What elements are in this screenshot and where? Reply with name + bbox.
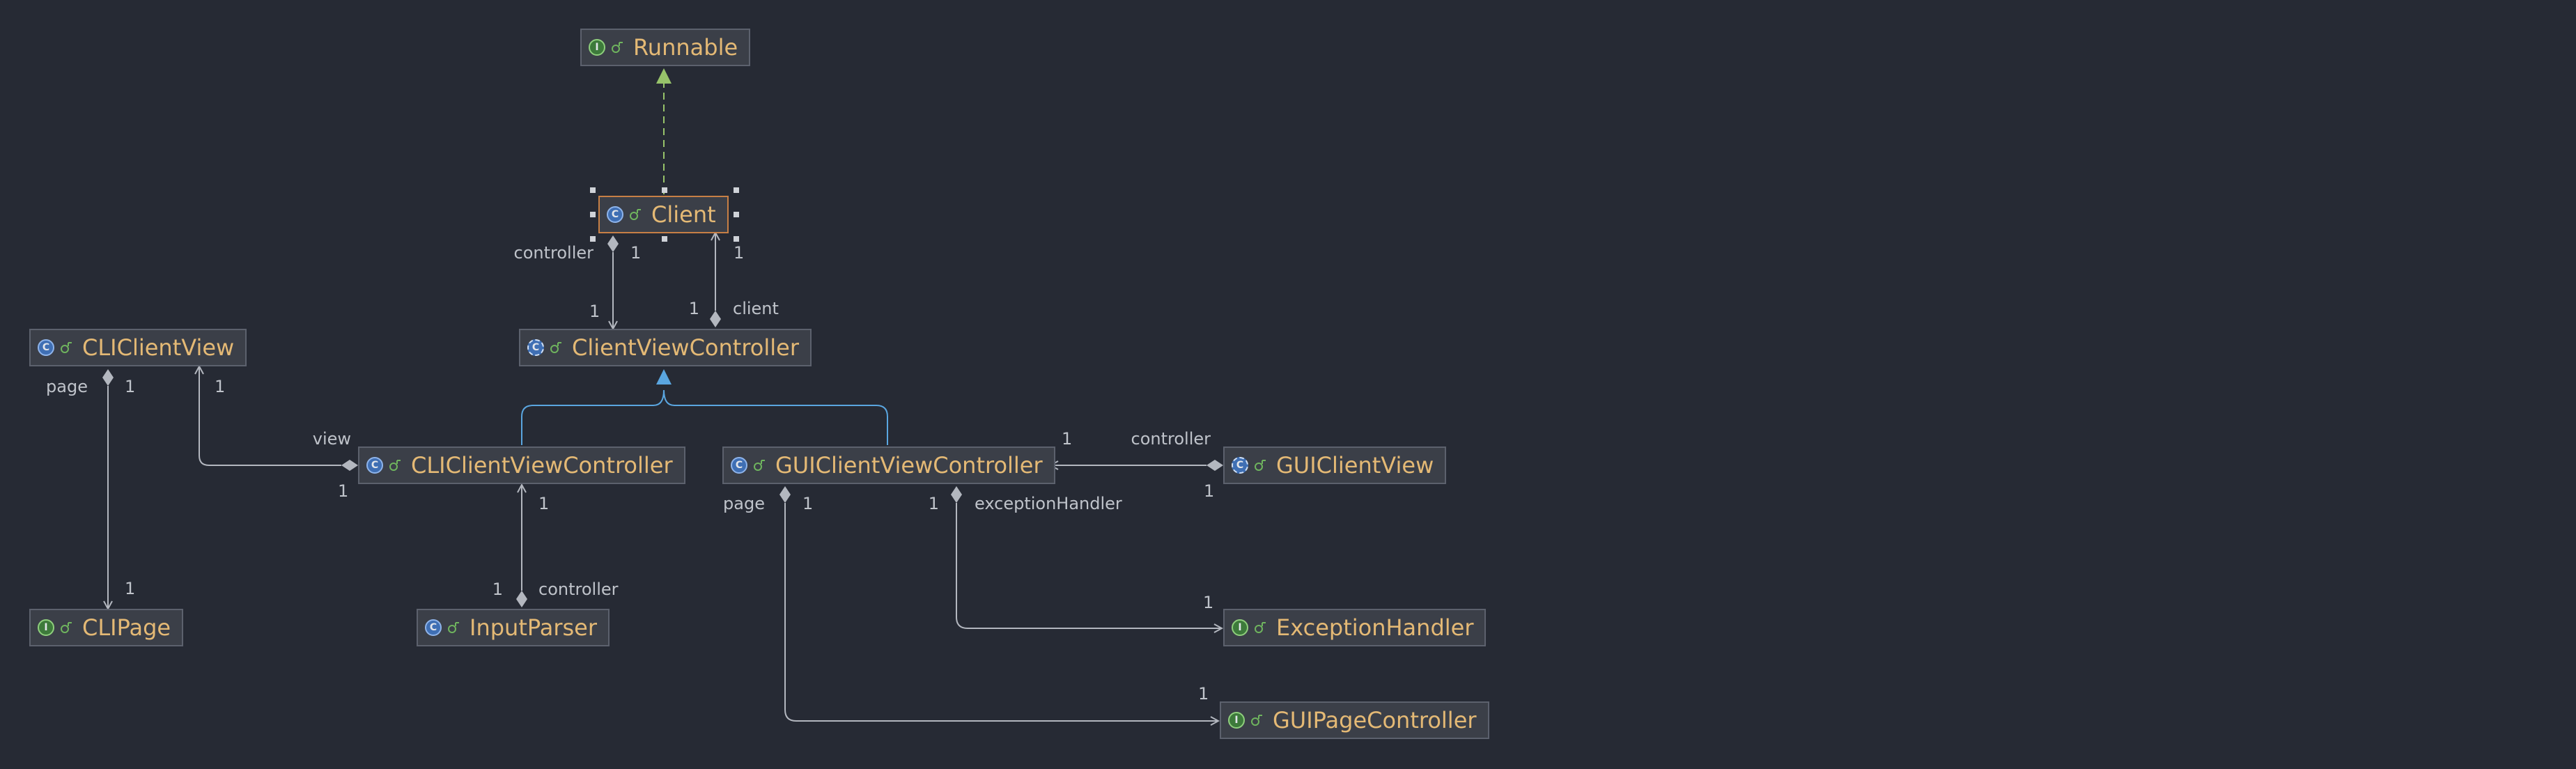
class-icon: C — [38, 339, 54, 356]
class-name: GUIPageController — [1273, 707, 1477, 733]
role-label: exceptionHandler — [975, 494, 1122, 513]
public-visibility-icon — [389, 459, 401, 472]
multiplicity-label: 1 — [125, 579, 135, 598]
multiplicity-label: 1 — [929, 494, 939, 513]
class-icon: C — [607, 206, 623, 223]
public-visibility-icon — [447, 621, 460, 634]
role-label: client — [733, 299, 779, 318]
multiplicity-label: 1 — [1203, 593, 1213, 612]
class-name: InputParser — [470, 614, 597, 641]
class-icon: C — [425, 619, 442, 636]
public-visibility-icon — [753, 459, 766, 472]
multiplicity-label: 1 — [734, 243, 744, 263]
multiplicity-label: 1 — [589, 302, 600, 321]
resize-handle-right[interactable] — [734, 212, 739, 217]
role-label: controller — [514, 243, 594, 263]
composition-diamond — [951, 486, 962, 503]
class-name: ClientViewController — [572, 334, 799, 361]
interface-icon: I — [589, 39, 605, 56]
role-label: controller — [1131, 429, 1211, 449]
multiplicity-label: 1 — [215, 377, 225, 396]
edge-client-controller[interactable]: controller 1 1 — [514, 235, 642, 329]
role-label: page — [46, 377, 88, 396]
resize-handle-left[interactable] — [590, 212, 596, 217]
public-visibility-icon — [1254, 621, 1266, 634]
node-gui-client-view-controller[interactable]: C GUIClientViewController — [722, 446, 1055, 484]
abstract-class-icon: C — [527, 339, 544, 356]
class-name: Runnable — [633, 34, 738, 61]
edge-client-implements-runnable[interactable] — [656, 68, 672, 194]
public-visibility-icon — [60, 621, 72, 634]
public-visibility-icon — [1250, 714, 1263, 727]
node-client-view-controller[interactable]: C ClientViewController — [519, 329, 812, 366]
class-name: ExceptionHandler — [1276, 614, 1474, 641]
edge-parser-controller[interactable]: controller 1 1 — [492, 485, 619, 607]
interface-icon: I — [38, 619, 54, 636]
node-exception-handler[interactable]: I ExceptionHandler — [1223, 609, 1487, 646]
multiplicity-label: 1 — [1198, 684, 1209, 704]
node-client[interactable]: C Client — [598, 196, 729, 233]
node-cli-client-view[interactable]: C CLIClientView — [29, 329, 247, 366]
composition-diamond — [516, 591, 527, 607]
node-input-parser[interactable]: C InputParser — [417, 609, 610, 646]
edge-clicvc-view[interactable]: view 1 1 — [199, 366, 358, 501]
resize-handle-bottom-left[interactable] — [590, 236, 596, 242]
edge-generalization-tree[interactable] — [521, 369, 888, 445]
class-name: GUIClientViewController — [775, 452, 1043, 479]
class-name: CLIClientView — [82, 334, 235, 361]
composition-diamond — [607, 235, 619, 252]
edge-guicvc-page[interactable]: page 1 1 — [723, 486, 1218, 721]
public-visibility-icon — [611, 41, 623, 54]
multiplicity-label: 1 — [538, 494, 549, 513]
resize-handle-bottom[interactable] — [662, 236, 667, 242]
class-icon: C — [731, 457, 747, 474]
multiplicity-label: 1 — [1204, 481, 1214, 501]
class-name: CLIPage — [82, 614, 171, 641]
composition-diamond — [779, 486, 791, 503]
role-label: controller — [538, 580, 619, 599]
role-label: page — [723, 494, 765, 513]
resize-handle-top[interactable] — [662, 187, 667, 193]
realization-arrowhead — [656, 68, 672, 84]
abstract-class-icon: C — [1232, 457, 1248, 474]
interface-icon: I — [1232, 619, 1248, 636]
node-cli-page[interactable]: I CLIPage — [29, 609, 184, 646]
multiplicity-label: 1 — [630, 243, 641, 263]
multiplicity-label: 1 — [802, 494, 813, 513]
public-visibility-icon — [60, 341, 72, 354]
node-cli-client-view-controller[interactable]: C CLIClientViewController — [358, 446, 685, 484]
resize-handle-top-right[interactable] — [734, 187, 739, 193]
edge-cvc-client[interactable]: client 1 1 — [689, 233, 779, 327]
class-name: GUIClientView — [1276, 452, 1434, 479]
edge-guicvc-exception[interactable]: exceptionHandler 1 1 — [929, 486, 1222, 628]
class-icon: C — [366, 457, 383, 474]
multiplicity-label: 1 — [492, 580, 503, 599]
edge-cliview-page[interactable]: page 1 1 — [46, 369, 135, 609]
interface-icon: I — [1228, 712, 1245, 729]
generalization-arrowhead — [656, 369, 672, 384]
multiplicity-label: 1 — [1062, 429, 1072, 449]
composition-diamond — [710, 311, 721, 327]
node-runnable[interactable]: I Runnable — [580, 29, 751, 66]
resize-handle-bottom-right[interactable] — [734, 236, 739, 242]
class-name: CLIClientViewController — [411, 452, 673, 479]
class-name: Client — [651, 201, 716, 228]
node-gui-client-view[interactable]: C GUIClientView — [1223, 446, 1447, 484]
composition-diamond — [1206, 460, 1223, 471]
node-gui-page-controller[interactable]: I GUIPageController — [1220, 701, 1489, 739]
multiplicity-label: 1 — [125, 377, 135, 396]
composition-diamond — [102, 369, 114, 386]
role-label: view — [313, 429, 351, 449]
edge-guiview-controller[interactable]: controller 1 1 — [1050, 429, 1223, 501]
public-visibility-icon — [629, 208, 642, 221]
composition-diamond — [341, 460, 358, 471]
multiplicity-label: 1 — [689, 299, 699, 318]
resize-handle-top-left[interactable] — [590, 187, 596, 193]
public-visibility-icon — [1254, 459, 1266, 472]
multiplicity-label: 1 — [338, 481, 348, 501]
public-visibility-icon — [550, 341, 562, 354]
